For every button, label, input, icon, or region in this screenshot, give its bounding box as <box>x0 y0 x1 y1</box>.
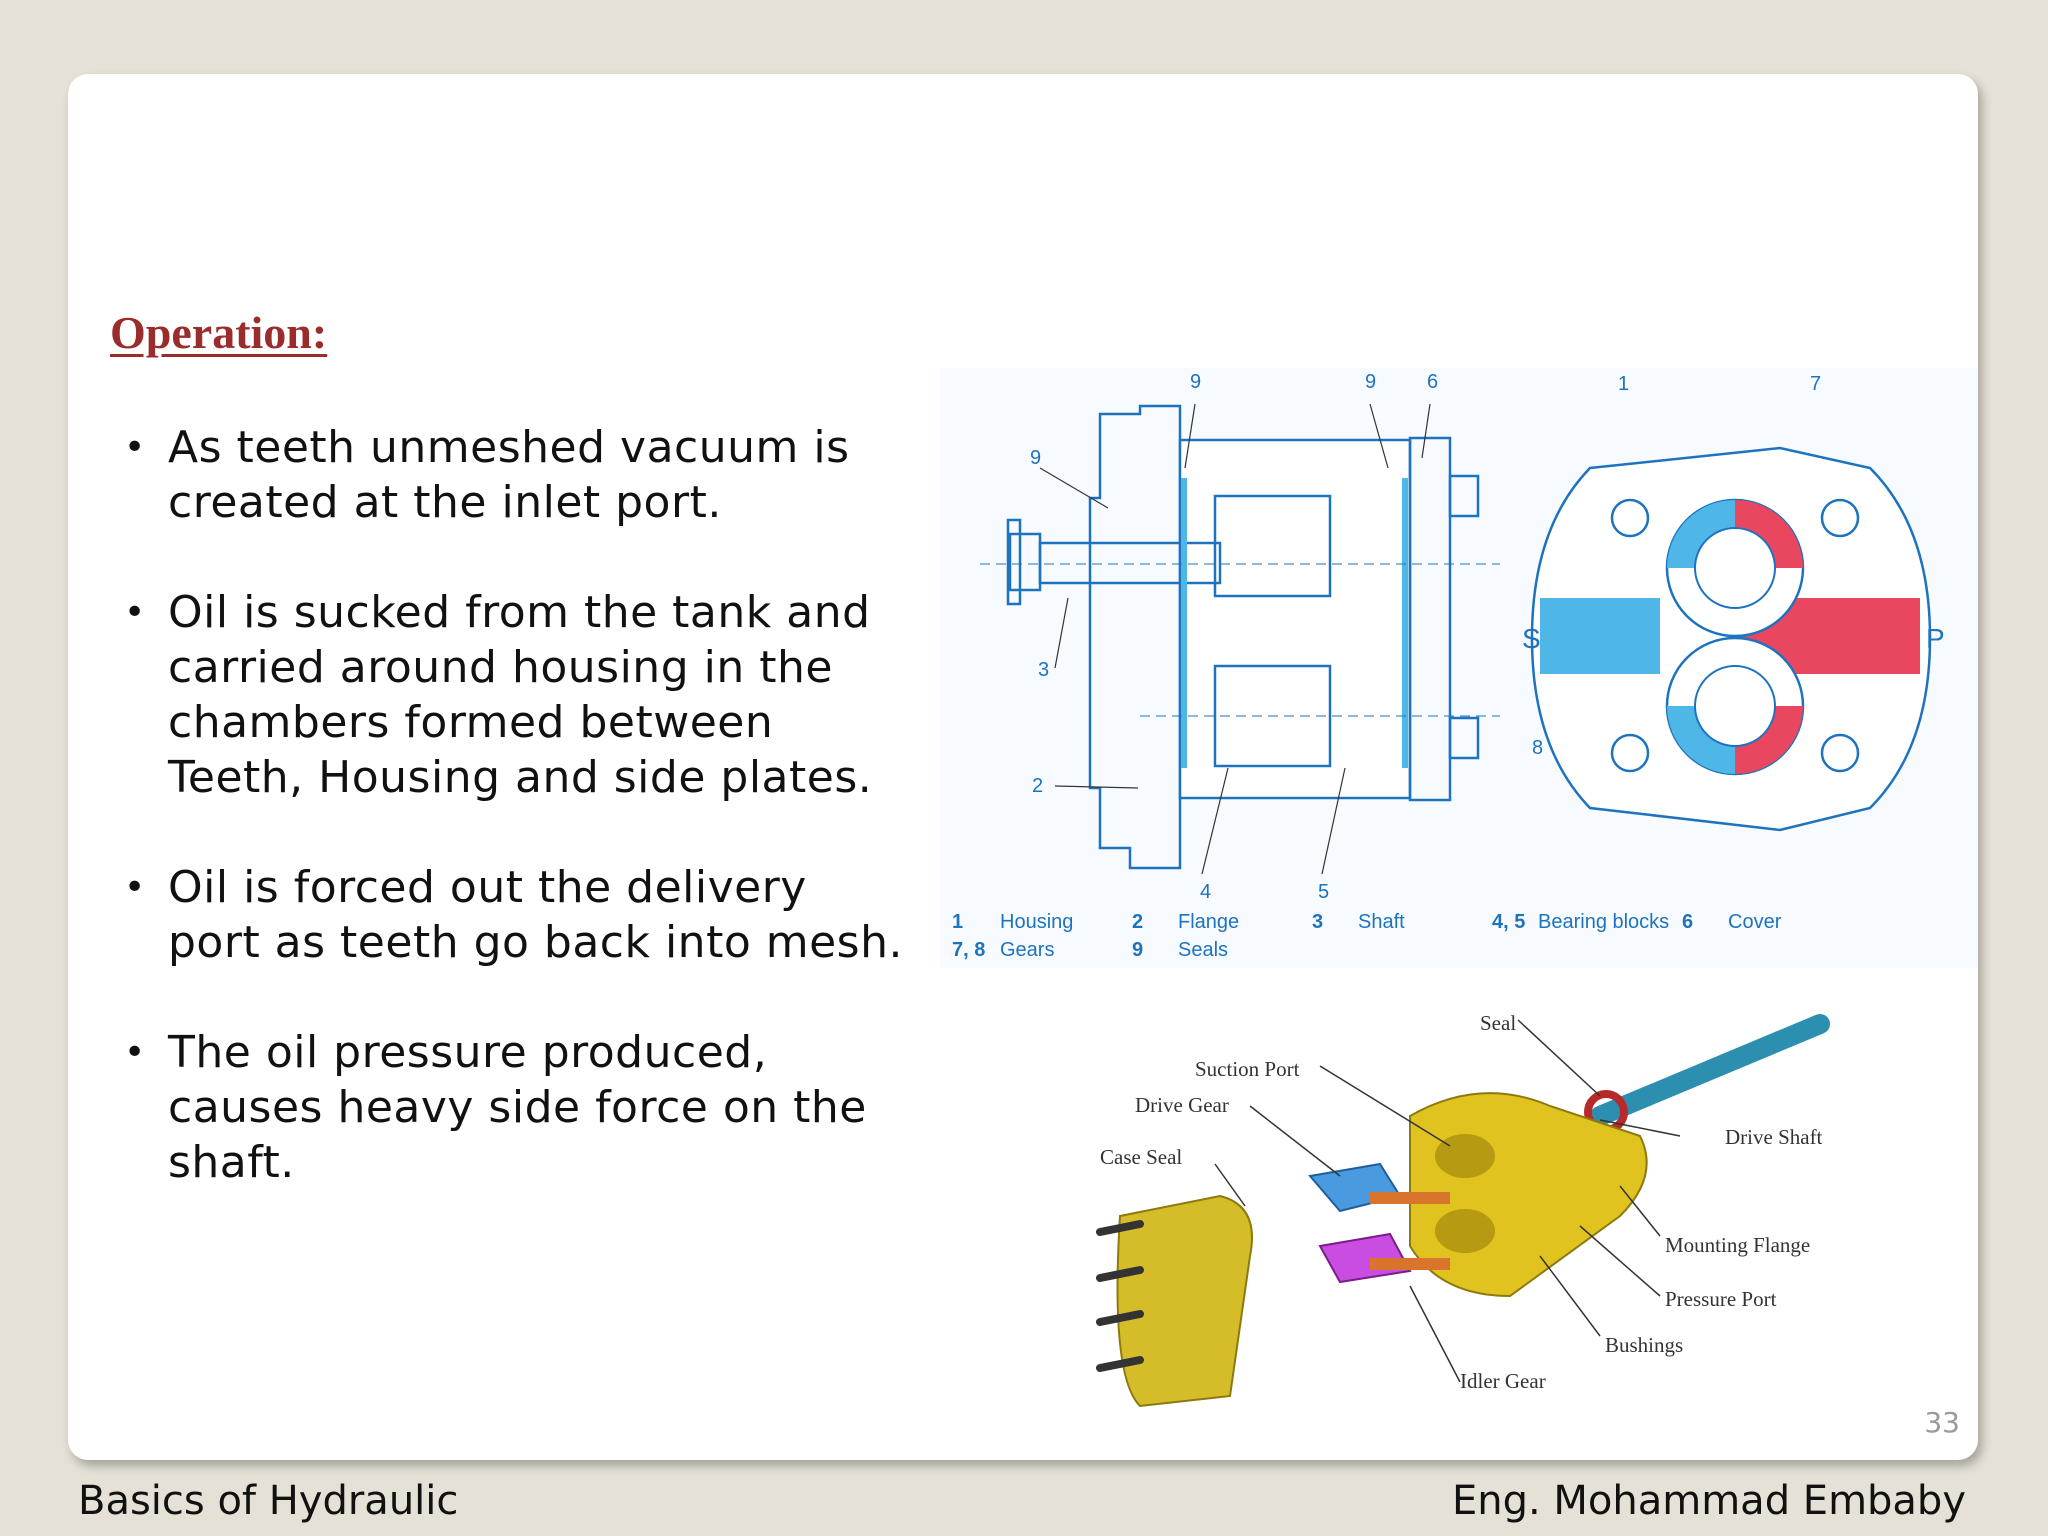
legend-number: 6 <box>1682 911 1693 933</box>
drive-gear-callout: Drive Gear <box>1135 1093 1229 1117</box>
bullet-line: Oil is forced out the delivery <box>168 862 807 913</box>
callout-3: 3 <box>1038 659 1049 681</box>
bullet-dot-icon: • <box>124 1032 146 1073</box>
gear-pump-exploded-view: Seal Suction Port Drive Gear Case Seal D… <box>1080 996 1880 1432</box>
bullet-line: port as teeth go back into mesh. <box>168 917 903 968</box>
legend-label: Gears <box>1000 939 1054 961</box>
bullet-list: • As teeth unmeshed vacuum is created at… <box>120 420 950 1245</box>
section-heading: Operation: <box>110 307 328 358</box>
callout-4: 4 <box>1200 881 1211 903</box>
callout-7: 7 <box>1810 373 1821 395</box>
mounting-flange-callout: Mounting Flange <box>1665 1233 1810 1257</box>
bullet-item: • Oil is sucked from the tank and carrie… <box>120 585 950 805</box>
callout-2: 2 <box>1032 775 1043 797</box>
legend-label: Seals <box>1178 939 1228 961</box>
legend-label: Flange <box>1178 911 1239 933</box>
footer-course-title: Basics of Hydraulic <box>78 1478 459 1524</box>
callout-9: 9 <box>1365 371 1376 393</box>
idler-gear-callout: Idler Gear <box>1460 1369 1546 1393</box>
drive-shaft-callout: Drive Shaft <box>1725 1125 1823 1149</box>
legend-number: 7, 8 <box>952 939 985 961</box>
bullet-line: Teeth, Housing and side plates. <box>168 752 873 803</box>
legend-number: 9 <box>1132 939 1143 961</box>
bullet-line: The oil pressure produced, <box>168 1027 768 1078</box>
legend-label: Bearing blocks <box>1538 911 1669 933</box>
callout-1: 1 <box>1618 373 1629 395</box>
legend-number: 3 <box>1312 911 1323 933</box>
bullet-line: Oil is sucked from the tank and <box>168 587 871 638</box>
bullet-line: causes heavy side force on the <box>168 1082 867 1133</box>
bullet-line: shaft. <box>168 1137 295 1188</box>
suction-label: S <box>1522 623 1541 654</box>
page-number: 33 <box>1924 1406 1960 1439</box>
legend-number: 4, 5 <box>1492 911 1525 933</box>
callout-6: 6 <box>1427 371 1438 393</box>
bullet-line: chambers formed between <box>168 697 774 748</box>
bullet-item: • The oil pressure produced, causes heav… <box>120 1025 950 1190</box>
callout-9: 9 <box>1030 447 1041 469</box>
pressure-port-callout: Pressure Port <box>1665 1287 1777 1311</box>
bushings-callout: Bushings <box>1605 1333 1683 1357</box>
bullet-item: • Oil is forced out the delivery port as… <box>120 860 950 970</box>
bullet-line: As teeth unmeshed vacuum is <box>168 422 850 473</box>
callout-8: 8 <box>1532 737 1543 759</box>
callout-9: 9 <box>1190 371 1201 393</box>
bullet-dot-icon: • <box>124 867 146 908</box>
legend-number: 2 <box>1132 911 1143 933</box>
case-seal-callout: Case Seal <box>1100 1145 1182 1169</box>
footer-author: Eng. Mohammad Embaby <box>1451 1478 1966 1524</box>
bullet-item: • As teeth unmeshed vacuum is created at… <box>120 420 950 530</box>
pressure-label: P <box>1926 623 1945 654</box>
legend-label: Housing <box>1000 911 1073 933</box>
bullet-line: created at the inlet port. <box>168 477 722 528</box>
suction-port-callout: Suction Port <box>1195 1057 1300 1081</box>
gear-pump-section-diagram: 9 9 6 9 3 2 4 5 1 7 8 S P 1 Housing 2 <box>940 368 1978 968</box>
bullet-dot-icon: • <box>124 592 146 633</box>
legend-label: Shaft <box>1358 911 1405 933</box>
bullet-dot-icon: • <box>124 427 146 468</box>
legend-number: 1 <box>952 911 963 933</box>
callout-5: 5 <box>1318 881 1329 903</box>
bullet-line: carried around housing in the <box>168 642 833 693</box>
legend-label: Cover <box>1728 911 1782 933</box>
seal-callout: Seal <box>1480 1011 1516 1035</box>
